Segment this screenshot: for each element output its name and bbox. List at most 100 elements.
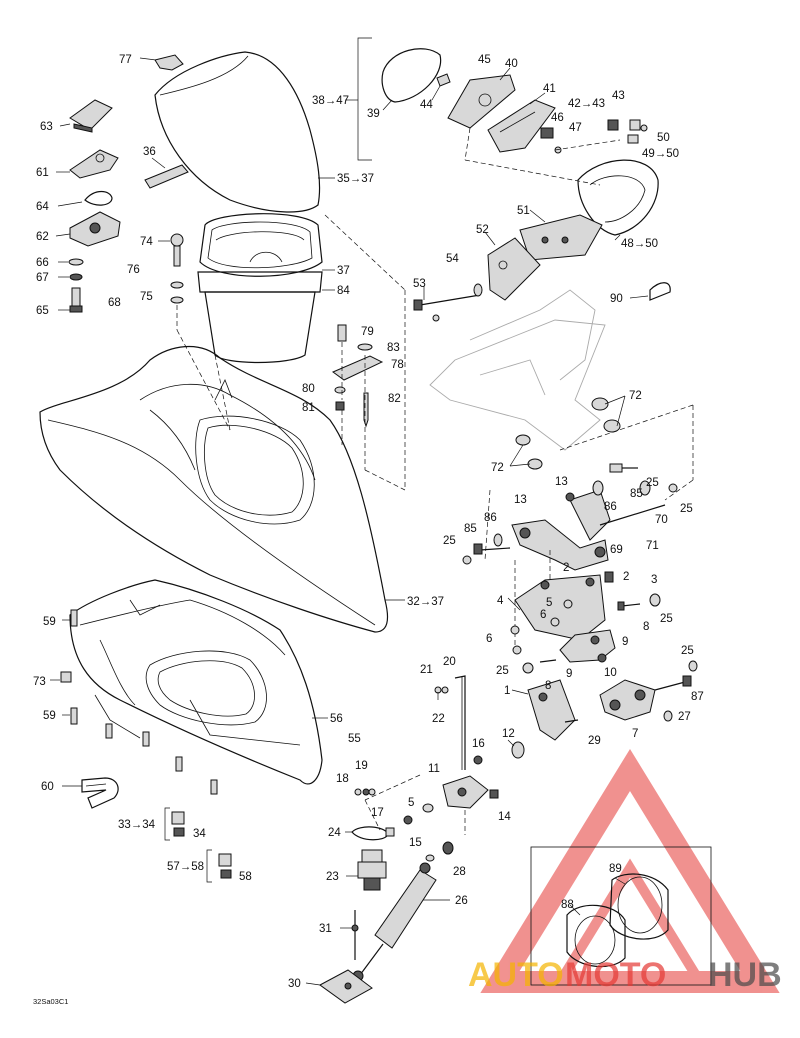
callout-52: 52: [476, 224, 489, 236]
hose-60: [62, 777, 119, 809]
callout-6-a: 6: [540, 609, 546, 621]
callout-43: 43: [612, 90, 625, 102]
callout-66: 66: [36, 257, 49, 269]
mirror-39: [381, 48, 442, 111]
bracket-52: [484, 231, 541, 301]
latch-base-62: [55, 211, 121, 247]
callout-63: 63: [40, 121, 53, 133]
housing-51: [519, 209, 603, 261]
bracket-11: [364, 774, 499, 835]
callout-79: 79: [361, 326, 374, 338]
fastener-44-45: [431, 73, 451, 101]
hood-cover: [154, 51, 335, 213]
callout-9-a: 9: [622, 636, 628, 648]
callout-9-b: 9: [566, 668, 572, 680]
callout-3: 3: [651, 574, 657, 586]
callout-60: 60: [41, 781, 54, 793]
bracket-plate-4: [507, 571, 614, 655]
hinge-set: [324, 214, 406, 491]
callout-40: 40: [505, 58, 518, 70]
watermark-part-moto: MOTO: [565, 956, 666, 994]
callout-49: 49→50: [642, 148, 679, 160]
callout-73: 73: [33, 676, 46, 688]
rod-20: [434, 675, 466, 770]
callout-33: 33→34: [118, 819, 156, 831]
steering-linkage: [462, 463, 678, 580]
callout-64: 64: [36, 201, 49, 213]
callout-59-lower: 59: [43, 710, 56, 722]
callout-7: 7: [632, 728, 638, 740]
callout-37: 37: [337, 265, 350, 277]
callout-75: 75: [140, 291, 153, 303]
callout-4: 4: [497, 595, 504, 607]
callout-13-upper: 13: [555, 476, 568, 488]
washers-75: [170, 281, 231, 431]
callout-61: 61: [36, 167, 49, 179]
screws-59: [50, 609, 218, 795]
callout-25-a: 25: [646, 477, 659, 489]
watermark-part-auto: AUTO: [468, 956, 564, 994]
callout-87: 87: [691, 691, 704, 703]
callout-68: 68: [108, 297, 121, 309]
plate-30: [305, 969, 373, 1004]
steering-frame-outline: [429, 289, 606, 451]
callout-70: 70: [655, 514, 668, 526]
callout-88: 88: [561, 899, 574, 911]
callout-24: 24: [328, 827, 341, 839]
callout-53: 53: [413, 278, 426, 290]
tray-56: [69, 579, 328, 785]
callout-65: 65: [36, 305, 49, 317]
callout-85-lower: 85: [464, 523, 477, 535]
callout-54: 54: [446, 253, 459, 265]
callout-41: 41: [543, 83, 556, 95]
lower-hardware: [522, 593, 661, 674]
callout-32: 32→37: [407, 596, 444, 608]
callout-35: 35→37: [337, 173, 374, 185]
callout-25-f: 25: [681, 645, 694, 657]
cable-tie-90: [629, 282, 671, 301]
watermark-logo: [480, 748, 780, 993]
callout-85-upper: 85: [630, 488, 643, 500]
callout-25-b: 25: [680, 503, 693, 515]
callout-89: 89: [609, 863, 622, 875]
callout-8-a: 8: [643, 621, 649, 633]
clip-77: [139, 54, 184, 71]
callout-82: 82: [388, 393, 401, 405]
callout-1: 1: [504, 685, 510, 697]
screw-74: [158, 233, 184, 267]
callout-29: 29: [588, 735, 601, 747]
callout-62: 62: [36, 231, 49, 243]
nuts-43-50: [607, 119, 648, 144]
fasteners-65-67: [58, 258, 84, 313]
callout-12: 12: [502, 728, 515, 740]
callout-31: 31: [319, 923, 332, 935]
nut-28: [425, 841, 454, 862]
callout-51: 51: [517, 205, 530, 217]
watermark-part-hub: HUB: [708, 956, 782, 994]
callout-28: 28: [453, 866, 466, 878]
callout-72-upper: 72: [629, 390, 642, 402]
callout-77: 77: [119, 54, 132, 66]
callout-67: 67: [36, 272, 49, 284]
callout-20: 20: [443, 656, 456, 668]
callout-18: 18: [336, 773, 349, 785]
steering-arm-7: [599, 660, 698, 722]
clamp-24: [345, 826, 395, 841]
callout-26: 26: [455, 895, 468, 907]
callout-27: 27: [678, 711, 691, 723]
mirror-bracket-41: [487, 92, 556, 153]
nut-34: [164, 807, 185, 841]
callout-30: 30: [288, 978, 301, 990]
callout-15: 15: [409, 837, 422, 849]
callout-6-b: 6: [486, 633, 492, 645]
callout-76: 76: [127, 264, 140, 276]
hardware-17-19: [354, 788, 376, 796]
callout-2-b: 2: [623, 571, 629, 583]
callout-36: 36: [143, 146, 156, 158]
callout-5-b: 5: [408, 797, 414, 809]
callout-21: 21: [420, 664, 433, 676]
callout-13-lower: 13: [514, 494, 527, 506]
latch-63: [59, 99, 113, 133]
callout-22: 22: [432, 713, 445, 725]
